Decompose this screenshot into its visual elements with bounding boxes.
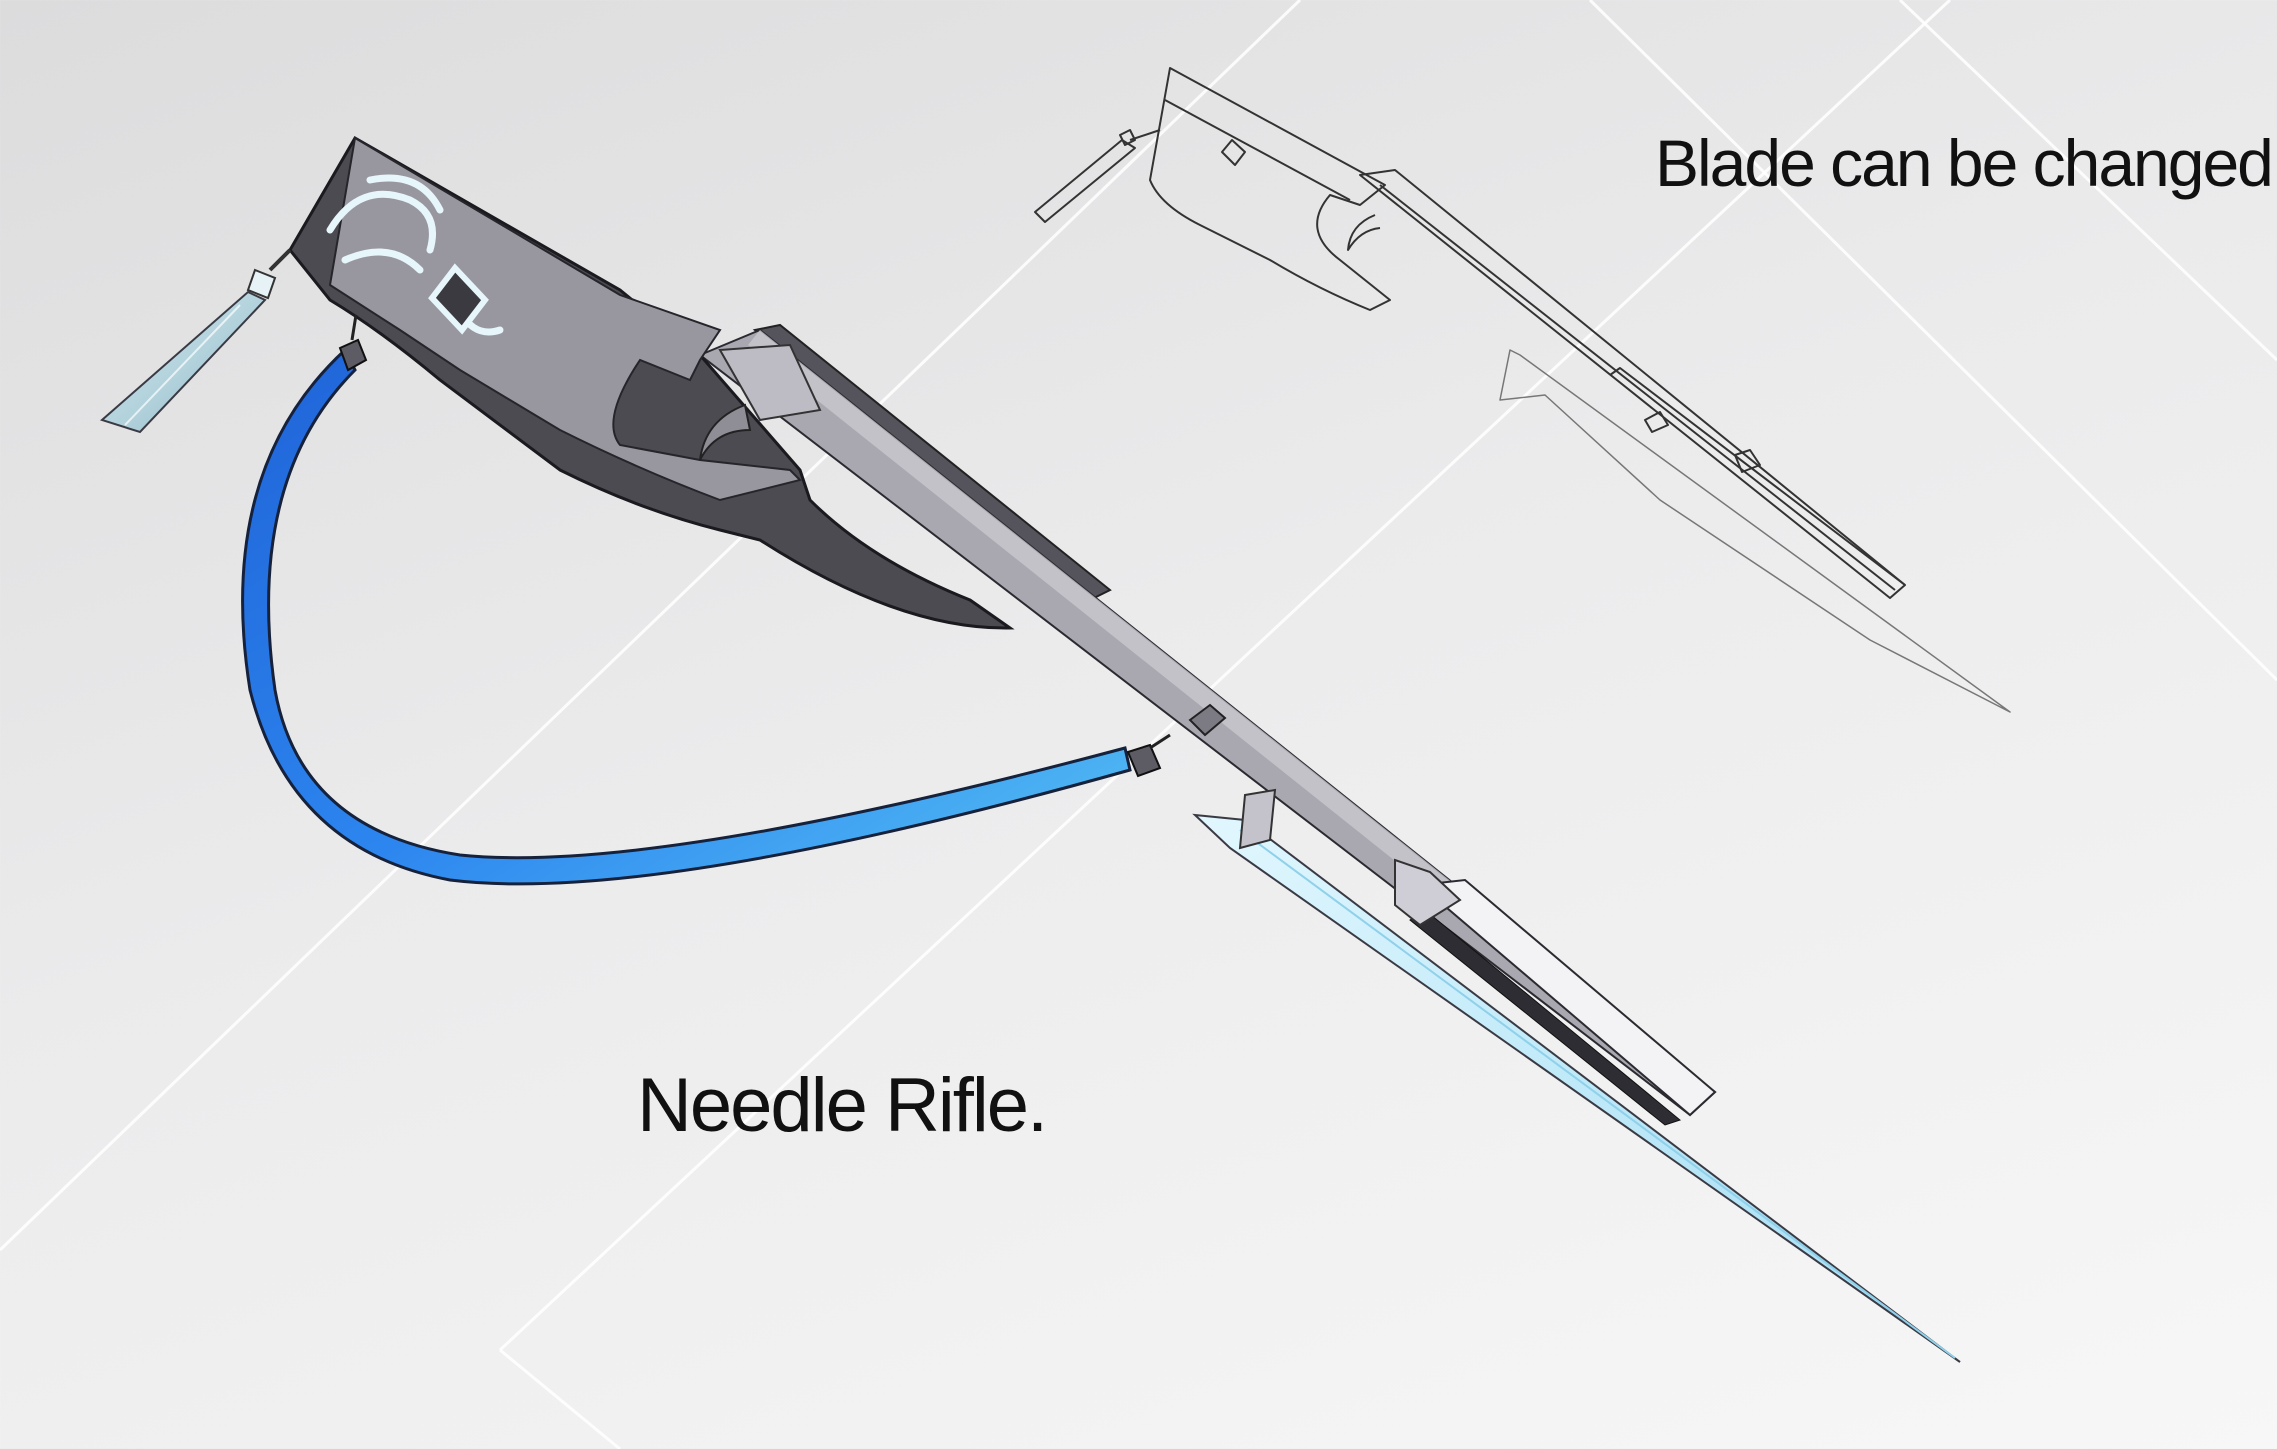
sling-swivel-rear [338,314,368,372]
rifle-muzzle [1417,878,1717,1117]
barrel-band [1188,703,1227,737]
caption-blade-changeable: Blade can be changed. [1655,126,2277,200]
rifle-sling [241,347,1132,886]
tassel [100,248,292,434]
needle-rifle-colored [100,135,1961,1363]
stock-plate [328,136,802,502]
rifle-trigger [699,403,752,461]
blade-clamp [1394,858,1462,927]
sling-swivel-front [1126,733,1171,778]
blade-mount [1238,788,1277,850]
stock-diamond-emblem [428,263,489,335]
needle-rifle-lineart [1034,67,2011,713]
rifle-blade [1192,813,1961,1363]
caption-needle-rifle: Needle Rifle. [637,1063,1048,1148]
